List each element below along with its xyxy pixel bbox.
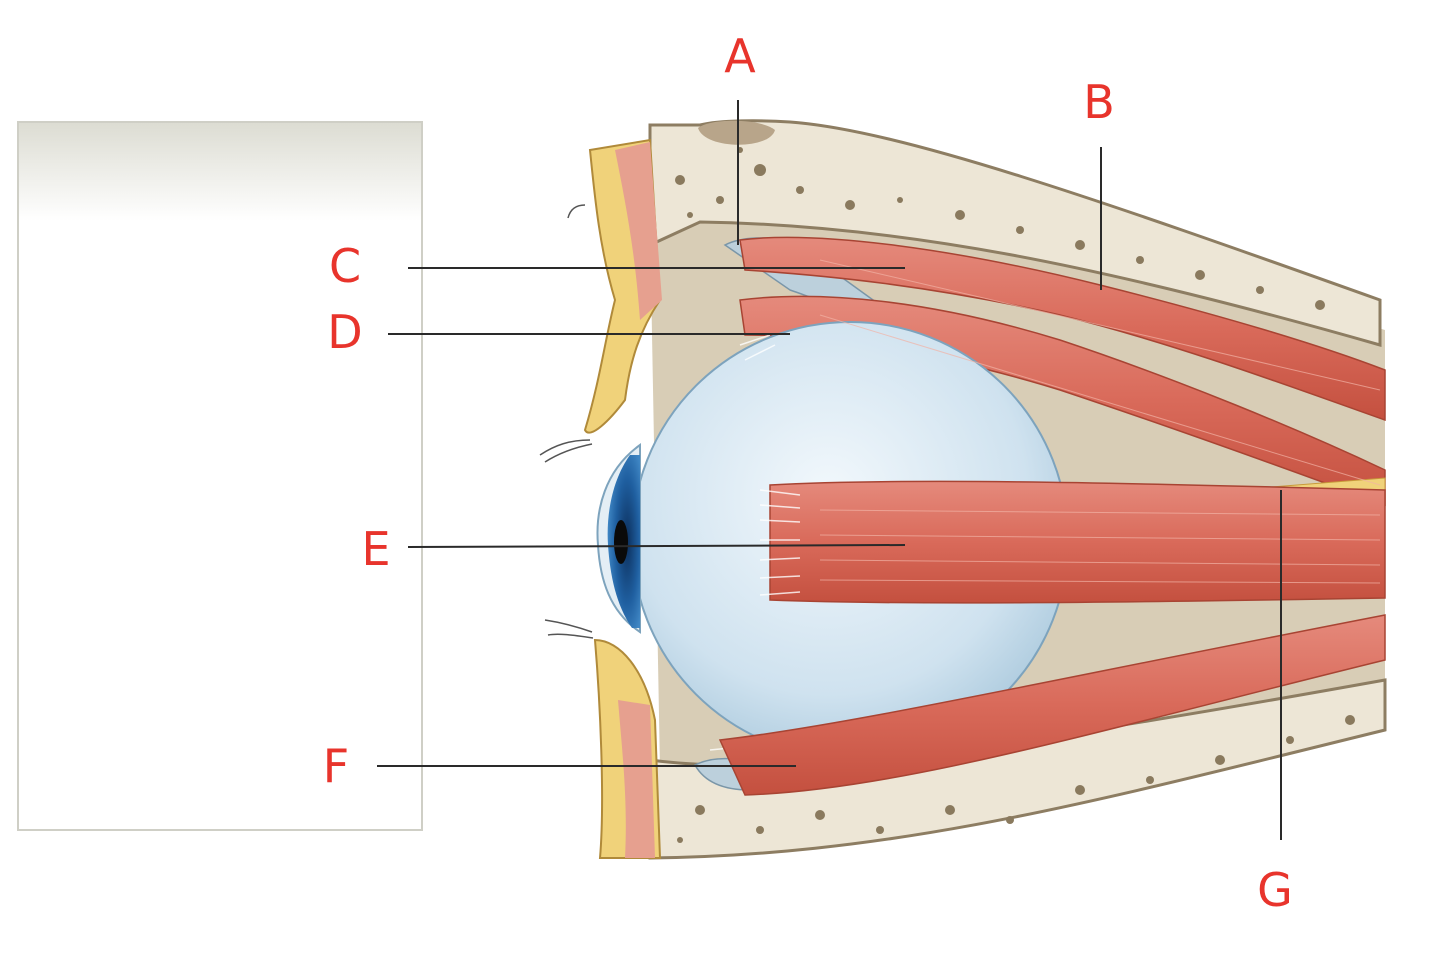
inferior-rectus-muscle [718, 614, 1386, 796]
lower-eyelid-muscle [618, 700, 655, 858]
label-b: B [1083, 75, 1115, 129]
label-c: C [329, 239, 361, 293]
upper-eyelid-muscle [615, 142, 662, 320]
frontal-sinus [698, 120, 775, 145]
label-g: G [1257, 863, 1293, 917]
label-f: F [323, 739, 349, 793]
pupil [614, 520, 628, 564]
label-a: A [724, 29, 756, 83]
levator-palpebrae-muscle [739, 236, 1386, 422]
upper-orbital-bone [648, 119, 1382, 347]
eyelashes [539, 204, 594, 639]
legend-box [17, 121, 423, 831]
bone-texture [675, 147, 1355, 843]
muscle-striations [819, 259, 1381, 584]
leader-line-e [407, 544, 906, 548]
label-d: D [327, 305, 362, 359]
lateral-rectus-muscle [769, 480, 1386, 604]
label-e: E [361, 522, 390, 576]
